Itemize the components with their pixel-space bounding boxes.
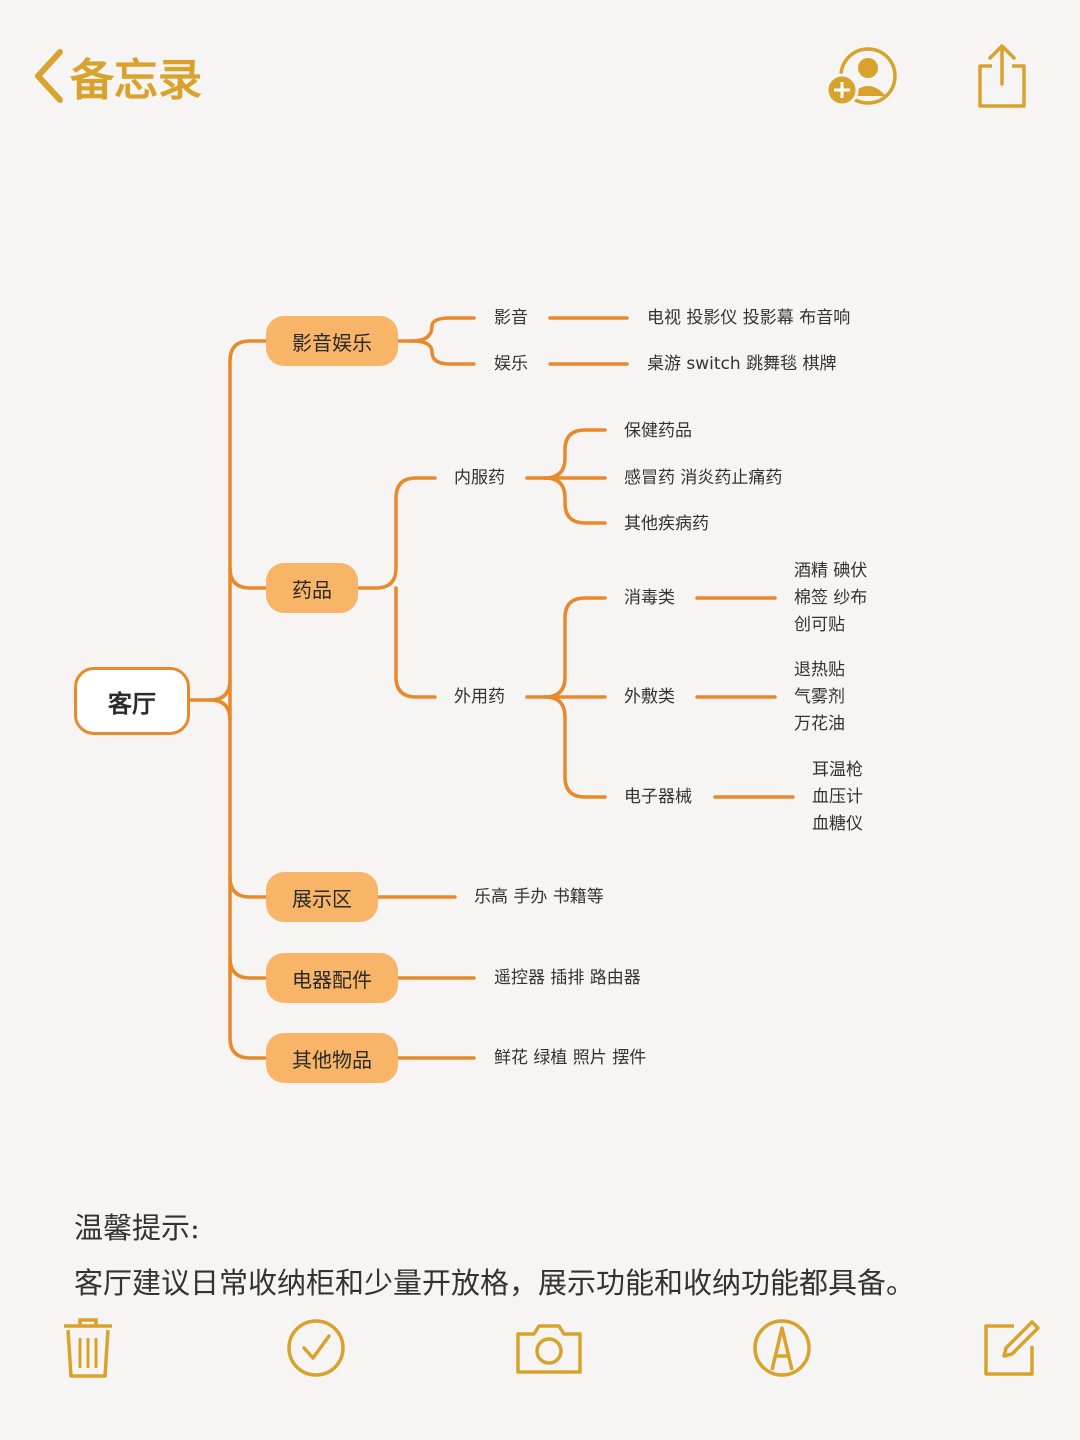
camera-icon[interactable] xyxy=(514,1320,584,1380)
sub-label: 内服药 xyxy=(454,468,505,488)
markup-icon[interactable] xyxy=(752,1318,812,1382)
group-label: 电子器械 xyxy=(624,787,692,807)
tip-title: 温馨提示: xyxy=(74,1211,200,1245)
sub-label: 影音 xyxy=(494,308,528,328)
branch-node-av: 影音娱乐 xyxy=(266,316,398,366)
back-button[interactable]: 备忘录 xyxy=(30,44,202,108)
leaf-label: 感冒药 消炎药止痛药 xyxy=(624,468,783,488)
leaf-label: 其他疾病药 xyxy=(624,514,709,534)
branch-node-display: 展示区 xyxy=(266,872,378,922)
checklist-icon[interactable] xyxy=(286,1318,346,1382)
compose-icon[interactable] xyxy=(980,1316,1040,1382)
leaf-label: 创可贴 xyxy=(794,615,845,635)
leaf-label: 酒精 碘伏 xyxy=(794,561,868,581)
leaf-label: 鲜花 绿植 照片 摆件 xyxy=(494,1048,647,1068)
branch-node-medicine: 药品 xyxy=(266,563,358,613)
branch-node-other: 其他物品 xyxy=(266,1033,398,1083)
leaf-label: 乐高 手办 书籍等 xyxy=(474,887,604,907)
branch-node-appliance: 电器配件 xyxy=(266,953,398,1003)
share-icon[interactable] xyxy=(974,42,1030,114)
leaf-label: 万花油 xyxy=(794,714,845,734)
sub-label: 娱乐 xyxy=(494,354,528,374)
leaf-label: 电视 投影仪 投影幕 布音响 xyxy=(647,308,851,328)
chevron-left-icon xyxy=(35,49,63,103)
add-person-icon[interactable] xyxy=(825,46,902,112)
leaf-label: 血糖仪 xyxy=(812,814,863,834)
leaf-label: 棉签 纱布 xyxy=(794,588,868,608)
leaf-label: 气雾剂 xyxy=(794,687,845,707)
group-label: 消毒类 xyxy=(624,588,675,608)
leaf-label: 退热贴 xyxy=(794,660,845,680)
leaf-label: 桌游 switch 跳舞毯 棋牌 xyxy=(647,354,837,374)
tip-body: 客厅建议日常收纳柜和少量开放格，展示功能和收纳功能都具备。 xyxy=(74,1266,916,1300)
leaf-label: 保健药品 xyxy=(624,421,692,441)
leaf-label: 耳温枪 xyxy=(812,760,863,780)
root-node: 客厅 xyxy=(74,667,190,735)
back-label: 备忘录 xyxy=(70,55,202,106)
sub-label: 外用药 xyxy=(454,687,505,707)
trash-icon[interactable] xyxy=(60,1316,116,1384)
leaf-label: 遥控器 插排 路由器 xyxy=(494,968,641,988)
group-label: 外敷类 xyxy=(624,687,675,707)
leaf-label: 血压计 xyxy=(812,787,863,807)
